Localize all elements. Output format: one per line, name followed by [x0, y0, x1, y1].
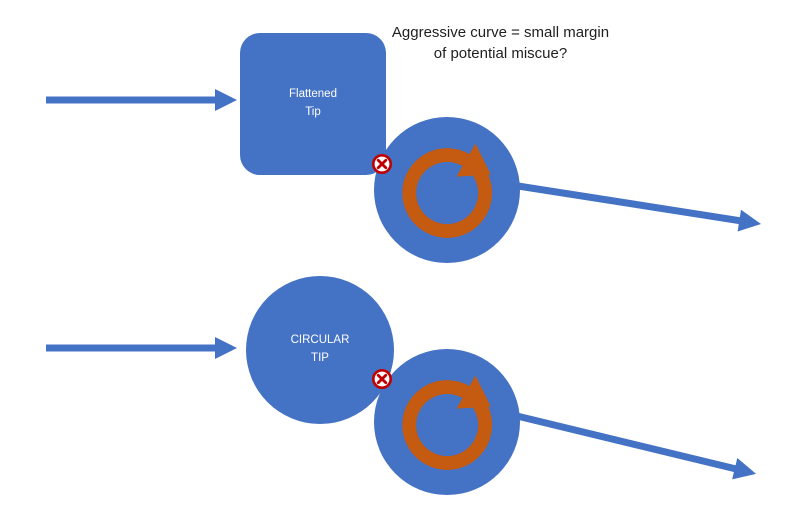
- arrow-shaft: [517, 182, 742, 225]
- rotation-arc: [402, 380, 493, 470]
- caption-line-1: Aggressive curve = small margin: [391, 24, 610, 41]
- circular-tip-shape: CIRCULAR TIP: [246, 276, 394, 424]
- rotation-arrow-head: [456, 375, 491, 409]
- flattened-tip-label-line-1: Flattened: [289, 88, 337, 101]
- caption-text: Aggressive curve = small margin of poten…: [383, 22, 618, 64]
- spinning-ball-top: [374, 117, 520, 263]
- arrow-head-icon: [737, 209, 762, 232]
- incoming-arrow-top: [46, 89, 237, 111]
- incoming-arrow-bottom: [46, 337, 237, 359]
- rotation-arrow-head: [456, 143, 491, 177]
- circled-x-icon-bottom: [372, 369, 392, 389]
- clockwise-rotation-arrow-icon: [402, 143, 493, 238]
- flattened-tip-label: Flattened Tip: [289, 86, 337, 122]
- arrow-shaft: [516, 412, 738, 473]
- caption-line-2: of potential miscue?: [433, 45, 568, 62]
- rotation-arc: [402, 148, 493, 238]
- arrow-head-icon: [732, 457, 757, 480]
- spinning-ball-bottom: [374, 349, 520, 495]
- circled-x-icon-top: [372, 154, 392, 174]
- outgoing-arrow-top: [517, 182, 762, 232]
- circled-x-stroke: [376, 158, 388, 170]
- circled-x-stroke: [376, 373, 388, 385]
- clockwise-rotation-arrow-icon: [402, 375, 493, 470]
- arrow-head-icon: [215, 337, 237, 359]
- circular-tip-label-line-1: CIRCULAR: [290, 334, 350, 347]
- flattened-tip-shape: Flattened Tip: [240, 33, 386, 175]
- flattened-tip-label-line-2: Tip: [305, 106, 321, 118]
- outgoing-arrow-bottom: [516, 412, 757, 480]
- circular-tip-label-line-2: TIP: [311, 352, 329, 364]
- circular-tip-label: CIRCULAR TIP: [291, 332, 350, 368]
- arrow-head-icon: [215, 89, 237, 111]
